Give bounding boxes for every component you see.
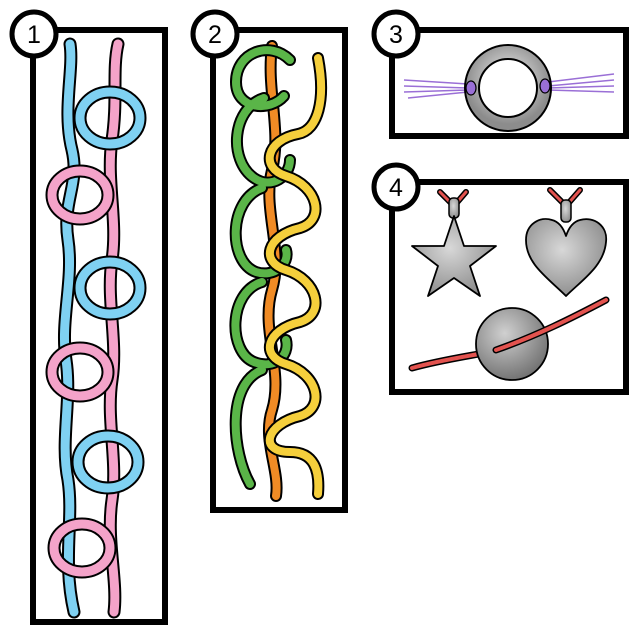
panel-1-cords (45, 37, 147, 619)
panel-2: 2 (190, 9, 348, 513)
yellow-cord (263, 52, 327, 500)
panel-2-badge: 2 (190, 9, 240, 59)
panel-4-badge: 4 (371, 162, 421, 212)
panel-4-number: 4 (389, 174, 403, 202)
ring-icon (403, 44, 615, 132)
panel-3: 3 (371, 9, 629, 139)
panel-2-number: 2 (208, 21, 222, 49)
heart-pendant-icon (525, 187, 607, 297)
star-pendant-icon (411, 189, 497, 297)
green-cord (229, 44, 296, 490)
panel-1-number: 1 (27, 21, 41, 49)
panel-3-badge: 3 (371, 9, 421, 59)
pink-loops (45, 164, 117, 579)
panel-1-badge: 1 (9, 9, 59, 59)
panel-4: 4 (371, 162, 629, 395)
blue-loops (71, 85, 147, 495)
panel-2-cords (229, 40, 327, 502)
panel-3-number: 3 (389, 21, 403, 49)
bead-icon (408, 296, 610, 381)
panel-1: 1 (9, 9, 168, 625)
